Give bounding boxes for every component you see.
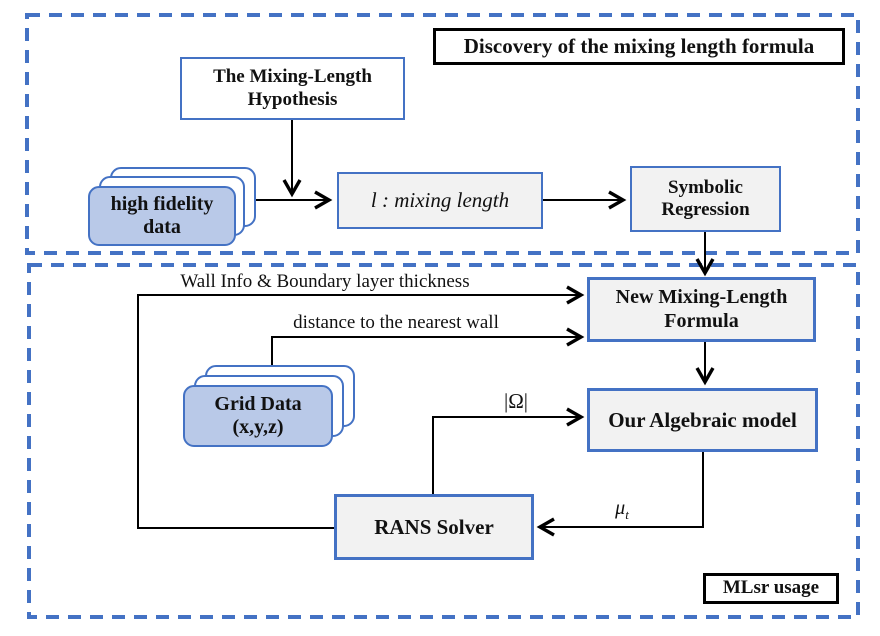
- arrow-rans-wall-info-to-new-formula: [137, 285, 585, 529]
- node-mixing-length: l : mixing length: [337, 172, 543, 229]
- grid-data-label-line1: Grid Data: [214, 393, 302, 415]
- symbolic-regression-label-line2: Regression: [661, 199, 750, 220]
- discovery-section-title-text: Discovery of the mixing length formula: [463, 34, 815, 59]
- algebraic-model-label: Our Algebraic model: [608, 407, 797, 432]
- omega-text: |Ω|: [503, 389, 528, 413]
- high-fidelity-label-line2: data: [143, 216, 181, 238]
- grid-data-label-line2: (x,y,z): [232, 416, 284, 438]
- arrow-rans-omega-to-algebraic-model: [432, 407, 585, 494]
- discovery-section-frame: [25, 13, 860, 255]
- usage-section-frame: [27, 263, 860, 619]
- symbolic-regression-label-line1: Symbolic: [668, 176, 743, 198]
- arrow-algebraic-model-mu-to-rans: [536, 452, 704, 537]
- usage-section-title-text: MLsr usage: [722, 577, 820, 599]
- usage-section-title: MLsr usage: [703, 573, 839, 604]
- rans-solver-label: RANS Solver: [374, 514, 494, 539]
- mu-text: μ: [615, 497, 626, 519]
- distance-text: distance to the nearest wall: [293, 312, 499, 333]
- hypothesis-label-line1: The Mixing-Length: [213, 66, 372, 88]
- node-our-algebraic-model: Our Algebraic model: [587, 388, 818, 452]
- edge-label-distance: distance to the nearest wall: [246, 312, 546, 334]
- discovery-section-title: Discovery of the mixing length formula: [433, 28, 845, 65]
- grid-data-stack-card-front: Grid Data (x,y,z): [183, 385, 333, 447]
- node-rans-solver: RANS Solver: [334, 494, 534, 560]
- high-fidelity-label-line1: high fidelity: [110, 193, 214, 215]
- edge-label-wall-info: Wall Info & Boundary layer thickness: [125, 271, 525, 293]
- new-formula-label-line1: New Mixing-Length: [615, 285, 788, 308]
- arrow-grid-data-distance-to-new-formula: [271, 327, 585, 371]
- mixing-length-label: l : mixing length: [370, 188, 510, 213]
- wall-info-text: Wall Info & Boundary layer thickness: [180, 271, 470, 292]
- node-new-mixing-length-formula: New Mixing-Length Formula: [587, 277, 816, 342]
- node-mixing-length-hypothesis: The Mixing-Length Hypothesis: [180, 57, 405, 120]
- mu-subscript-text: t: [625, 507, 629, 522]
- edge-label-mu-t: μt: [602, 497, 642, 523]
- hypothesis-label-line2: Hypothesis: [247, 88, 338, 110]
- node-symbolic-regression: Symbolic Regression: [630, 166, 781, 232]
- new-formula-label-line2: Formula: [664, 309, 739, 332]
- edge-label-omega: |Ω|: [494, 389, 538, 414]
- high-fidelity-stack-card-front: high fidelity data: [88, 186, 236, 246]
